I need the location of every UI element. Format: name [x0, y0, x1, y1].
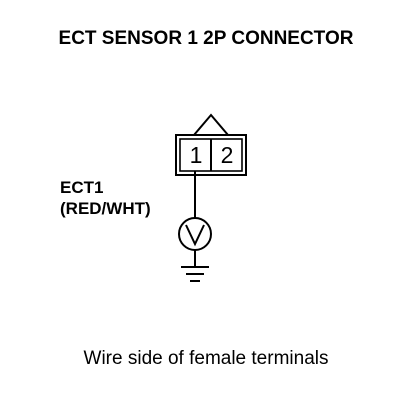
pin-1-label: 1 [190, 142, 203, 168]
pin-2-label: 2 [221, 142, 234, 168]
wire-color-label: (RED/WHT) [60, 199, 151, 218]
diagram-title: ECT SENSOR 1 2P CONNECTOR [59, 28, 354, 49]
connector-2p [175, 113, 247, 176]
voltmeter-icon [178, 217, 212, 251]
wire-name-label: ECT1 [60, 178, 103, 197]
connector-housing [175, 134, 247, 176]
diagram-caption: Wire side of female terminals [84, 348, 329, 369]
connector-lock-tab [193, 113, 229, 136]
ground-icon [181, 266, 209, 282]
